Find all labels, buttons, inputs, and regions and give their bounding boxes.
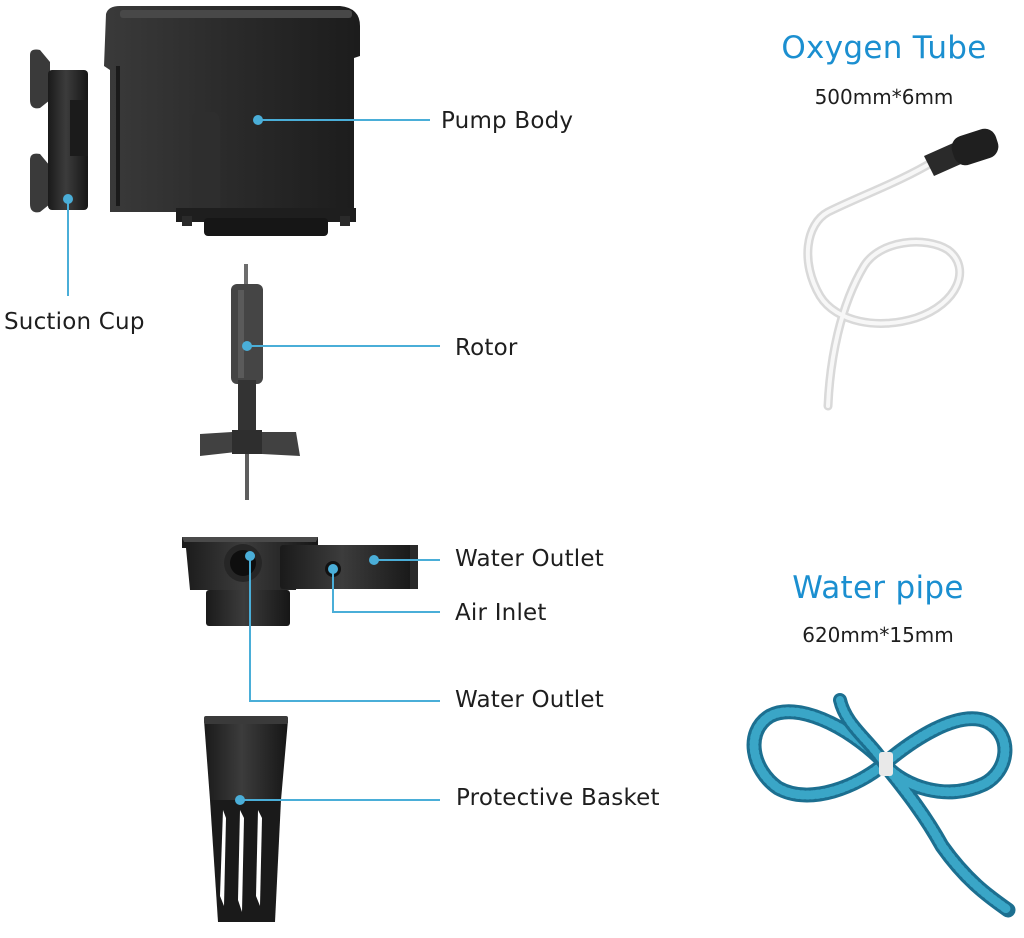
rotor-part bbox=[200, 264, 300, 500]
label-air-inlet: Air Inlet bbox=[455, 600, 547, 626]
label-pump-body: Pump Body bbox=[441, 108, 573, 134]
water-pipe-image bbox=[754, 700, 1008, 910]
water-outlet-side-dot bbox=[369, 555, 379, 565]
label-water-outlet-side: Water Outlet bbox=[455, 546, 604, 572]
suction-cup-part bbox=[30, 50, 88, 213]
air-inlet-dot bbox=[328, 564, 338, 574]
water-pipe-dimensions: 620mm*15mm bbox=[758, 623, 998, 647]
protective-basket-part bbox=[204, 716, 288, 922]
water-outlet-bottom-dot bbox=[245, 551, 255, 561]
oxygen-tube-image bbox=[808, 126, 1002, 406]
oxygen-tube-dimensions: 500mm*6mm bbox=[764, 85, 1004, 109]
label-protective-basket: Protective Basket bbox=[456, 785, 660, 811]
label-rotor: Rotor bbox=[455, 335, 518, 361]
label-suction-cup: Suction Cup bbox=[4, 309, 145, 335]
oxygen-tube-title: Oxygen Tube bbox=[764, 30, 1004, 66]
protective-basket-dot bbox=[235, 795, 245, 805]
label-water-outlet-bottom: Water Outlet bbox=[455, 687, 604, 713]
rotor-dot bbox=[242, 341, 252, 351]
suction-cup-dot bbox=[63, 194, 73, 204]
water-pipe-title: Water pipe bbox=[758, 570, 998, 606]
pump-body-dot bbox=[253, 115, 263, 125]
